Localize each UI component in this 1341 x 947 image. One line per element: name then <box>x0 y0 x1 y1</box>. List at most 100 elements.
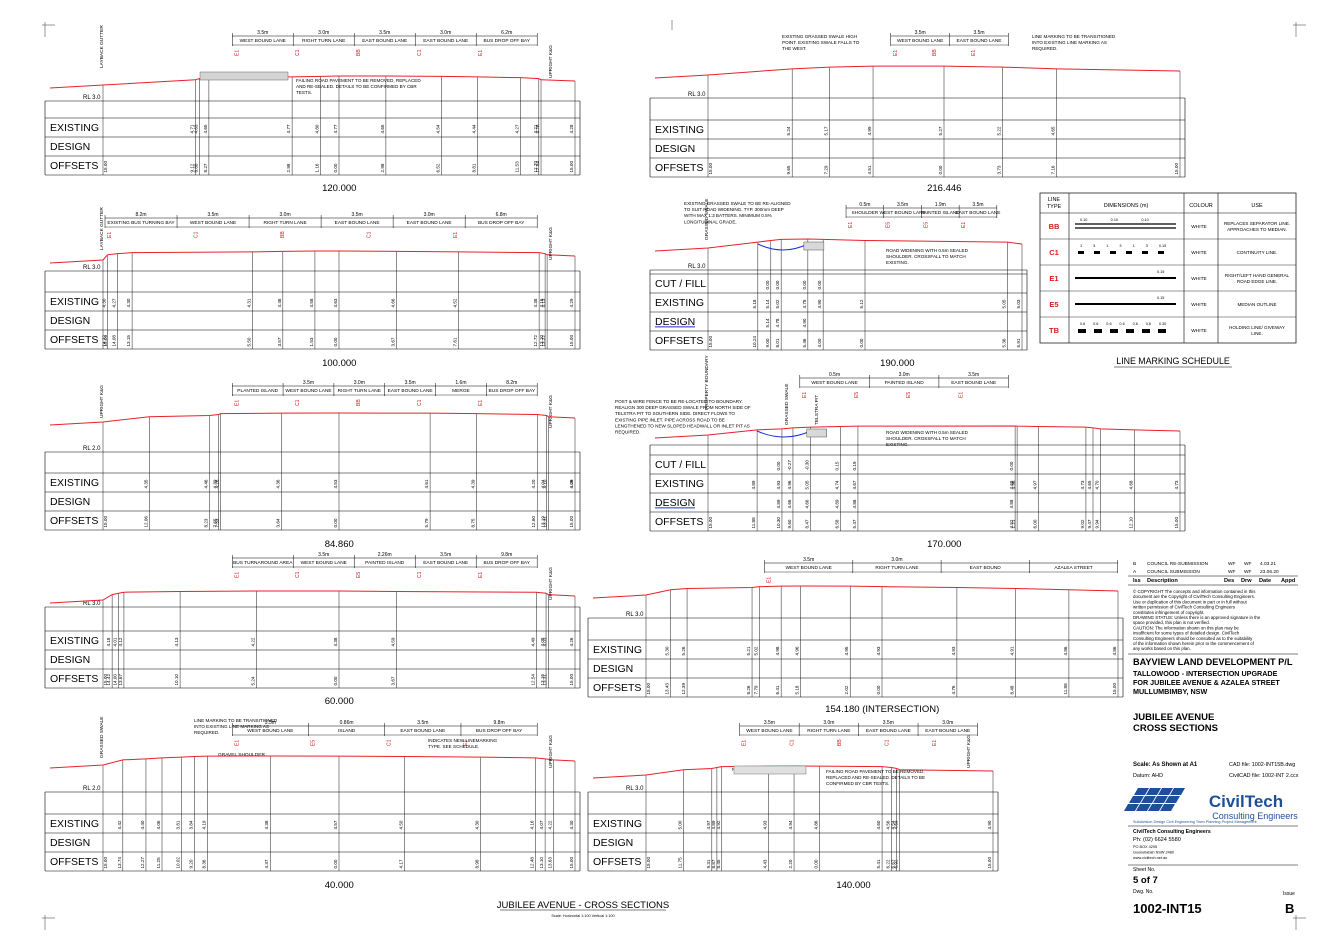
offset-value: 15.00 <box>708 336 713 348</box>
lane-width: 3.5m <box>379 30 390 36</box>
line-marking-code: BB <box>837 739 843 746</box>
offset-value: 9.20 <box>188 859 193 868</box>
side-label-right: UPRIGHT K&G <box>966 735 972 768</box>
lane-name: WEST BOUND LANE <box>746 728 792 734</box>
schedule-line-type: E1 <box>1049 274 1058 283</box>
offset-value: 7.29 <box>823 165 828 174</box>
offset-value: 15.00 <box>987 857 992 869</box>
chainage-label: 120.000 <box>322 183 356 194</box>
section-note: TO SUIT ROAD WIDENING. TYP. 300mm DEEP <box>684 207 784 212</box>
line-marking-code: E1 <box>767 577 773 583</box>
existing-level: 4.20 <box>531 479 536 488</box>
datum-label: RL 3.0 <box>688 264 706 270</box>
firm-address: www.civiltech.net.au <box>1133 856 1167 860</box>
caution-text: of the information shown herein prior to… <box>1133 641 1255 646</box>
lane-name: SHOULDER <box>852 210 879 216</box>
row-label: OFFSETS <box>593 682 641 694</box>
firm-address: Goonellabah NSW 2480 <box>1133 851 1174 855</box>
section-note: REQUIRED. <box>194 730 220 735</box>
logo-tile <box>1124 804 1139 811</box>
schedule-dimension: 1 <box>1133 244 1135 248</box>
offset-value: 8.81 <box>472 163 477 172</box>
revision-header: Description <box>1147 578 1178 584</box>
lane-width: 3.0m <box>424 212 435 218</box>
logo-tile <box>1160 804 1175 811</box>
schedule-use: LINE. <box>1251 331 1263 336</box>
logo-tile <box>1146 788 1161 795</box>
existing-level: 4.42 <box>117 820 122 829</box>
existing-surface-line <box>654 238 1023 252</box>
line-marking-code: E1 <box>463 740 469 746</box>
revision-description: COUNCIL SUBMISSION <box>1147 569 1200 575</box>
revision-header: Des <box>1224 578 1234 584</box>
logo-tile <box>1141 796 1156 803</box>
lane-name: ISLAND <box>338 728 356 734</box>
existing-level: 4.03 <box>542 637 547 646</box>
side-label-left: GRASSED SWALE <box>99 717 105 758</box>
design-level: 4.90 <box>802 318 807 327</box>
lane-width: 3.5m <box>915 30 926 36</box>
offset-value: 13.67 <box>118 674 123 686</box>
lane-name: WEST BOUND LANE <box>897 38 943 44</box>
lane-name: BUS DROP OFF BAY <box>483 38 530 44</box>
lane-name: EAST BOUND LANE <box>400 728 445 734</box>
section-note: WITH MAX 1:3 BATTERS. MINIMUM 0.5% <box>684 213 772 218</box>
existing-level: 4.65 <box>380 124 385 133</box>
existing-level: 4.38 <box>264 820 269 829</box>
caution-text: insufficient for some types of detailed … <box>1133 631 1240 636</box>
existing-level: 4.29 <box>569 298 574 307</box>
line-marking-code: BB <box>356 49 362 56</box>
offset-value: 11.88 <box>1063 683 1068 695</box>
side-label-right: UPRIGHT K&G <box>548 735 554 768</box>
lane-name: WEST BOUND LANE <box>247 728 293 734</box>
offset-value: 0.00 <box>333 337 338 346</box>
existing-level: 5.12 <box>859 299 864 308</box>
pavement-hatch <box>199 71 289 81</box>
status-text: DRAWING STATUS: Unless there is an appro… <box>1133 615 1261 620</box>
scale-text: Scale: As Shown at A1 <box>1133 762 1198 768</box>
lane-width: 3.5m <box>440 552 451 558</box>
existing-level: 4.10 <box>543 479 548 488</box>
section-note: LINE MARKING TO BE TRANSITIONED <box>1032 34 1116 39</box>
line-marking-code: E1 <box>234 740 240 746</box>
existing-surface-line <box>654 65 1181 79</box>
existing-level: 4.54 <box>436 124 441 133</box>
existing-level: 4.86 <box>814 820 819 829</box>
lane-name: EAST BOUND LANE <box>388 388 433 394</box>
road-widening-hatch <box>803 241 825 251</box>
schedule-line-type: E5 <box>1049 300 1058 309</box>
existing-surface-line <box>49 755 576 769</box>
offset-value: 15.00 <box>103 161 108 173</box>
existing-level: 4.19 <box>201 820 206 829</box>
line-marking-code: E1 <box>107 232 113 238</box>
schedule-dimension: 0.10 <box>1080 218 1087 222</box>
row-label: EXISTING <box>593 644 642 656</box>
offset-value: 10.30 <box>776 517 781 529</box>
datum-label: RL 2.0 <box>83 446 101 452</box>
schedule-colour: WHITE <box>1191 250 1206 256</box>
schedule-use: REPLACES SEPARATOR LINE. <box>1224 221 1290 226</box>
row-label: EXISTING <box>50 296 99 308</box>
lane-width: 3.0m <box>899 372 910 378</box>
existing-surface-line <box>49 590 576 604</box>
offset-value: 6.52 <box>436 163 441 172</box>
copyright-text: © COPYRIGHT The concepts and information… <box>1133 589 1256 594</box>
offset-value: 3.73 <box>997 165 1002 174</box>
schedule-pattern <box>1126 251 1132 254</box>
offset-value: 1.16 <box>315 163 320 172</box>
datum-label: RL 3.0 <box>626 612 644 618</box>
existing-level: 4.93 <box>776 480 781 489</box>
offset-value: 2.20 <box>788 859 793 868</box>
side-label-right: UPRIGHT K&G <box>548 45 554 78</box>
existing-level: 4.73 <box>1080 480 1085 489</box>
schedule-use: MEDIAN OUTLINE <box>1237 302 1276 307</box>
cut-fill-value: 0.15 <box>834 461 839 470</box>
offset-value: 13.10 <box>539 857 544 869</box>
chainage-label: 40.000 <box>325 880 354 891</box>
offset-value: 13.19 <box>541 516 546 528</box>
schedule-pattern <box>1110 251 1116 254</box>
existing-level: 4.44 <box>472 124 477 133</box>
